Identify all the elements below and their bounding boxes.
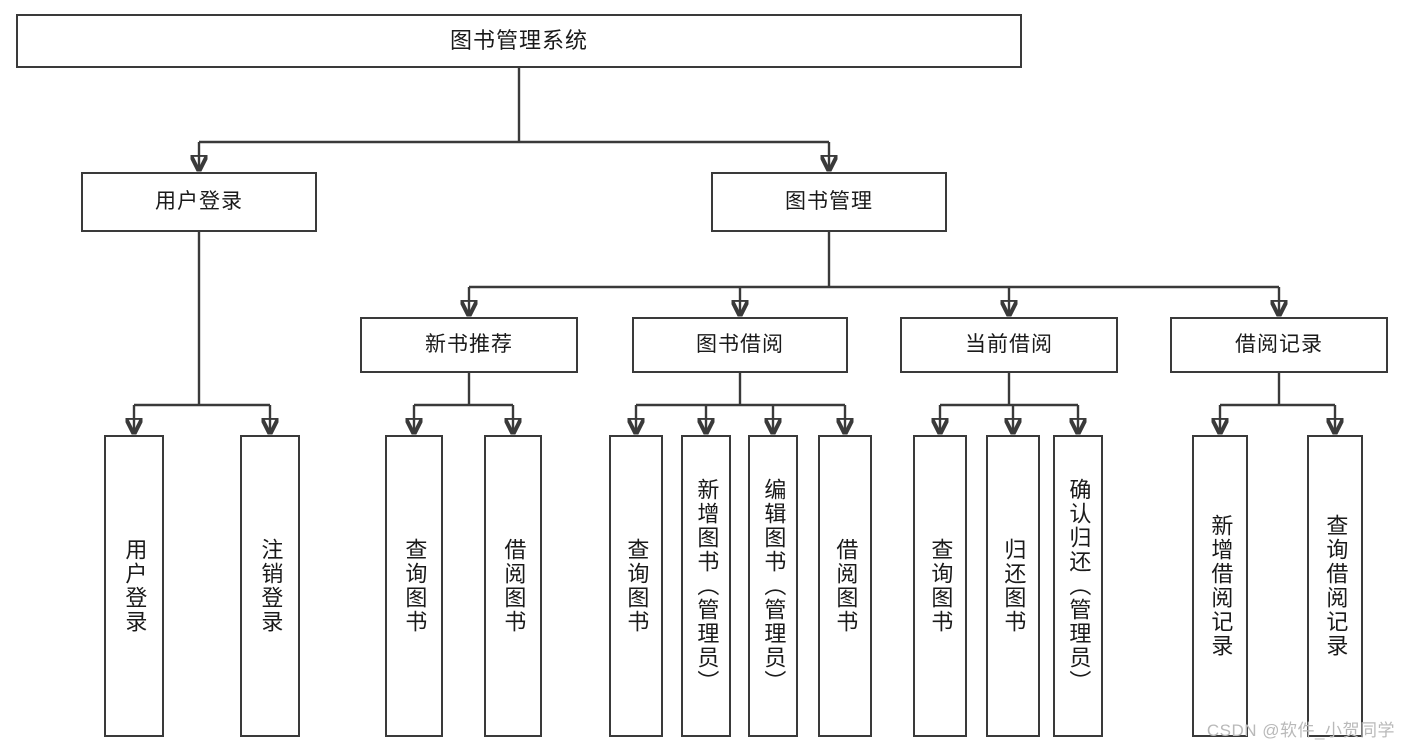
node-new-book-recommend[interactable]: 新书推荐 bbox=[360, 317, 578, 373]
node-leaf-query-book-2[interactable]: 查询图书 bbox=[609, 435, 663, 737]
node-label: 用户登录 bbox=[155, 190, 243, 214]
node-borrow-record[interactable]: 借阅记录 bbox=[1170, 317, 1388, 373]
node-root[interactable]: 图书管理系统 bbox=[16, 14, 1022, 68]
node-label: 当前借阅 bbox=[965, 333, 1053, 357]
node-leaf-add-book[interactable]: 新增图书（管理员） bbox=[681, 435, 731, 737]
node-leaf-edit-book[interactable]: 编辑图书（管理员） bbox=[748, 435, 798, 737]
node-leaf-borrow-book-2[interactable]: 借阅图书 bbox=[818, 435, 872, 737]
node-label: 图书管理 bbox=[785, 190, 873, 214]
watermark: CSDN @软件_小贺同学 bbox=[1206, 721, 1395, 740]
node-current-borrow[interactable]: 当前借阅 bbox=[900, 317, 1118, 373]
node-label: 注销登录 bbox=[258, 538, 284, 634]
node-label: 查询借阅记录 bbox=[1323, 514, 1349, 658]
node-label: 借阅记录 bbox=[1235, 333, 1323, 357]
node-label: 确认归还（管理员） bbox=[1066, 478, 1092, 694]
node-label: 借阅图书 bbox=[501, 538, 527, 634]
node-label: 新增图书（管理员） bbox=[694, 478, 720, 694]
node-label: 归还图书 bbox=[1001, 538, 1027, 634]
node-leaf-confirm-return[interactable]: 确认归还（管理员） bbox=[1053, 435, 1103, 737]
node-label: 用户登录 bbox=[122, 538, 148, 634]
node-label: 新书推荐 bbox=[425, 333, 513, 357]
node-label: 新增借阅记录 bbox=[1208, 514, 1234, 658]
node-leaf-add-record[interactable]: 新增借阅记录 bbox=[1192, 435, 1248, 737]
node-label: 图书借阅 bbox=[696, 333, 784, 357]
node-leaf-query-book-3[interactable]: 查询图书 bbox=[913, 435, 967, 737]
node-leaf-query-record[interactable]: 查询借阅记录 bbox=[1307, 435, 1363, 737]
node-leaf-query-book-1[interactable]: 查询图书 bbox=[385, 435, 443, 737]
edge-layer bbox=[134, 68, 1335, 433]
node-label: 查询图书 bbox=[402, 538, 428, 634]
node-label: 编辑图书（管理员） bbox=[761, 478, 787, 694]
node-leaf-return-book[interactable]: 归还图书 bbox=[986, 435, 1040, 737]
node-leaf-user-login[interactable]: 用户登录 bbox=[104, 435, 164, 737]
node-leaf-logout[interactable]: 注销登录 bbox=[240, 435, 300, 737]
node-root-label: 图书管理系统 bbox=[449, 27, 588, 53]
node-leaf-borrow-book-1[interactable]: 借阅图书 bbox=[484, 435, 542, 737]
node-label: 查询图书 bbox=[928, 538, 954, 634]
node-book-manage[interactable]: 图书管理 bbox=[711, 172, 947, 232]
node-label: 查询图书 bbox=[624, 538, 650, 634]
node-book-borrow[interactable]: 图书借阅 bbox=[632, 317, 848, 373]
node-label: 借阅图书 bbox=[833, 538, 859, 634]
node-user-login[interactable]: 用户登录 bbox=[81, 172, 317, 232]
